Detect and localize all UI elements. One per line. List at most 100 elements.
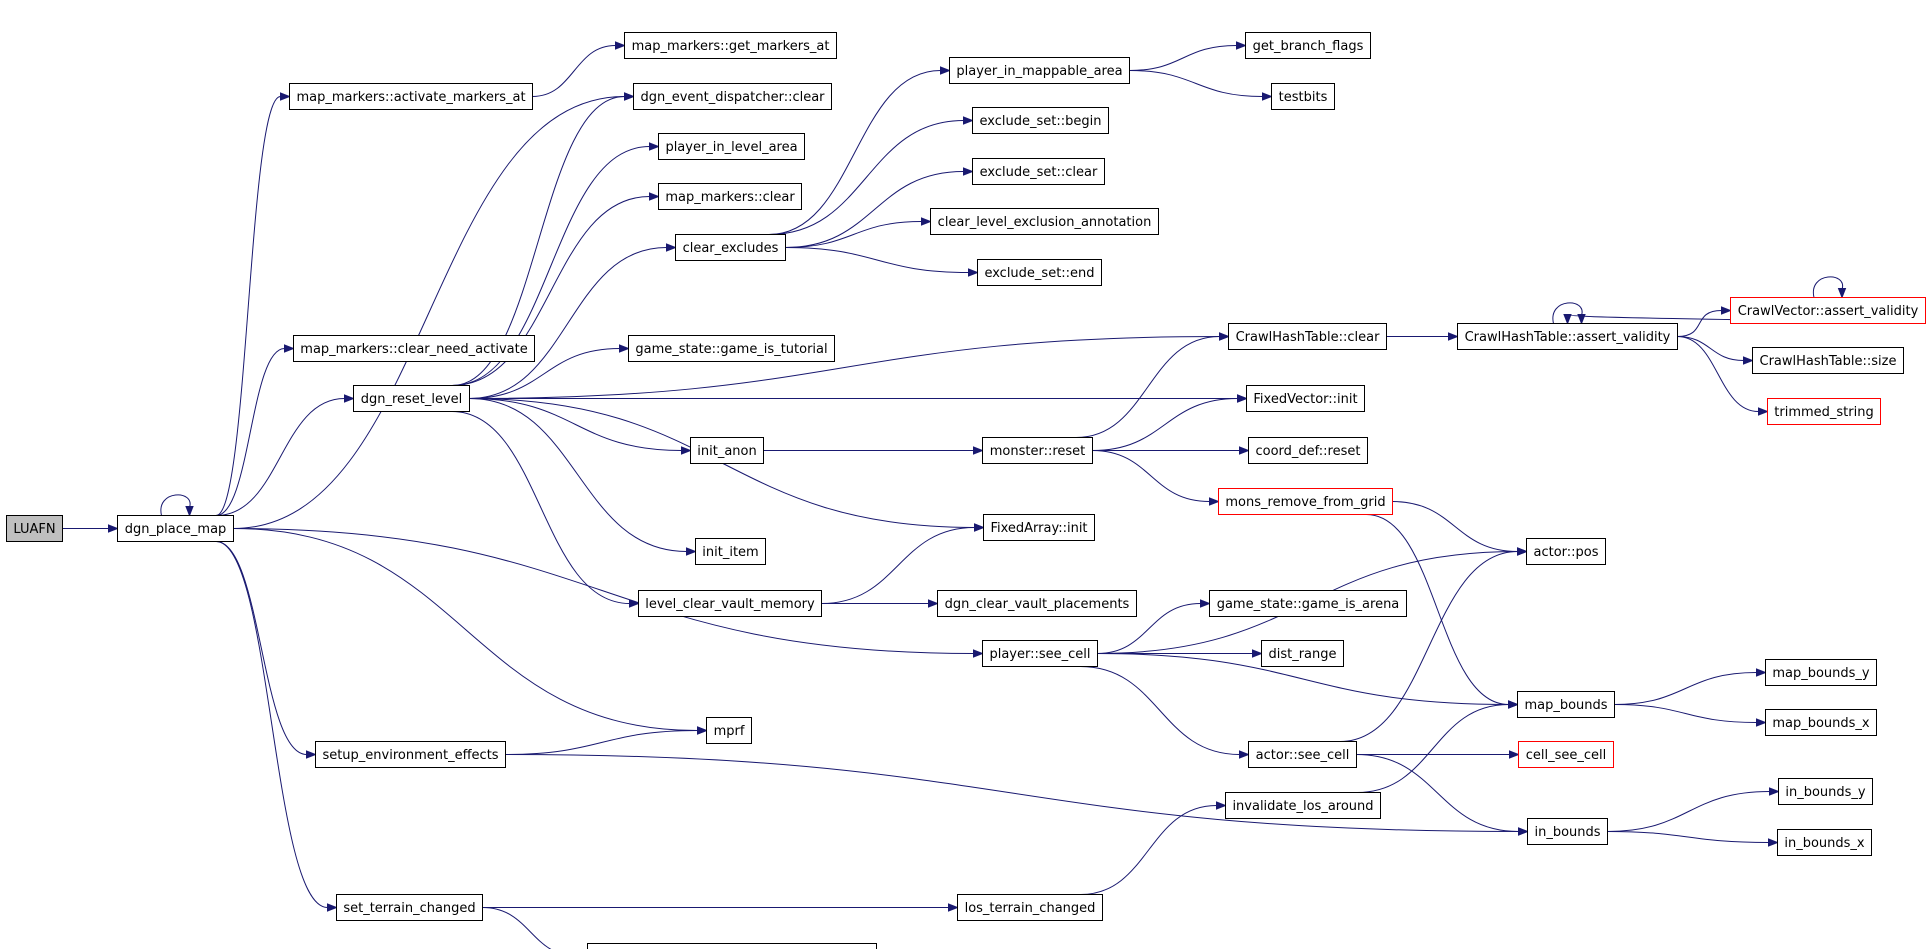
node-fixedarray-init[interactable]: FixedArray::init [983, 514, 1095, 541]
node-cell-see-cell[interactable]: cell_see_cell [1518, 741, 1614, 768]
node-box [1246, 385, 1365, 412]
node-testbits[interactable]: testbits [1271, 83, 1335, 110]
node-dgn-place-map[interactable]: dgn_place_map [117, 515, 234, 542]
node-set-terrain-changed[interactable]: set_terrain_changed [336, 894, 483, 921]
node-map-bounds-x[interactable]: map_bounds_x [1765, 709, 1877, 736]
node-get-branch-flags[interactable]: get_branch_flags [1245, 32, 1371, 59]
node-dist-range[interactable]: dist_range [1261, 640, 1344, 667]
node-box [1248, 437, 1368, 464]
arrowhead-icon [1721, 306, 1732, 315]
node-box [1457, 323, 1678, 350]
edge-dgn-reset-level-to-game-is-tutorial [469, 344, 630, 399]
edge-dgn-reset-level-to-clear-excludes [469, 243, 677, 399]
node-in-bounds-y[interactable]: in_bounds_y [1778, 778, 1873, 805]
node-box [1752, 347, 1904, 374]
node-player-see-cell[interactable]: player::see_cell [982, 640, 1098, 667]
edge-line [785, 221, 922, 248]
node-clear-excludes[interactable]: clear_excludes [675, 234, 786, 261]
node-clear-need-activate[interactable]: map_markers::clear_need_activate [293, 335, 535, 362]
edge-crawlvector-assert-validity-to-crawlvector-assert-validity [1812, 276, 1847, 299]
arrowhead-icon [1517, 547, 1528, 556]
node-crawlhashtable-size[interactable]: CrawlHashTable::size [1752, 347, 1904, 374]
node-fire-position-event[interactable]: dgn_event_dispatcher::fire_position_even… [587, 943, 877, 949]
node-actor-see-cell[interactable]: actor::see_cell [1248, 741, 1357, 768]
arrowhead-icon [1518, 827, 1529, 836]
edge-line [1677, 310, 1722, 337]
node-monster-reset[interactable]: monster::reset [982, 437, 1093, 464]
node-dgn-reset-level[interactable]: dgn_reset_level [353, 385, 470, 412]
node-map-bounds[interactable]: map_bounds [1517, 691, 1615, 718]
arrowhead-icon [108, 524, 119, 533]
edge-clear-excludes-to-exclude-set-clear [785, 167, 974, 248]
edge-player-see-cell-to-actor-see-cell [1080, 666, 1250, 759]
edge-line [1129, 45, 1237, 71]
node-box [706, 717, 752, 744]
node-box [1730, 297, 1926, 324]
node-actor-pos[interactable]: actor::pos [1526, 538, 1606, 565]
node-activate-markers-at[interactable]: map_markers::activate_markers_at [289, 83, 533, 110]
node-mprf[interactable]: mprf [706, 717, 752, 744]
node-game-is-arena[interactable]: game_state::game_is_arena [1209, 590, 1407, 617]
node-setup-environment-effects[interactable]: setup_environment_effects [315, 741, 506, 768]
edge-set-terrain-changed-to-fire-position-event [482, 907, 552, 949]
edge-level-clear-vault-memory-to-fixedarray-init [821, 523, 985, 604]
node-label: set_terrain_changed [343, 901, 475, 916]
node-crawlhashtable-clear[interactable]: CrawlHashTable::clear [1228, 323, 1387, 350]
edge-clear-excludes-to-exclude-set-end [785, 247, 979, 277]
arrowhead-icon [629, 599, 640, 608]
arrowhead-icon [1756, 668, 1767, 677]
arrowhead-icon [1837, 288, 1847, 299]
node-clear-level-exclusion-annotation[interactable]: clear_level_exclusion_annotation [930, 208, 1159, 235]
node-los-terrain-changed[interactable]: los_terrain_changed [957, 894, 1103, 921]
edge-line [469, 336, 1220, 399]
node-box [353, 385, 470, 412]
edge-line [1080, 805, 1217, 895]
edge-dgn-place-map-to-dgn-event-dispatcher-clear [233, 92, 635, 529]
edge-actor-see-cell-to-cell-see-cell [1356, 750, 1520, 759]
node-init-item[interactable]: init_item [695, 538, 766, 565]
node-init-anon[interactable]: init_anon [690, 437, 764, 464]
node-crawlhashtable-assert-validity[interactable]: CrawlHashTable::assert_validity [1457, 323, 1678, 350]
arrowhead-icon [284, 344, 295, 353]
edge-map-bounds-to-map-bounds-x [1614, 704, 1767, 727]
node-map-bounds-y[interactable]: map_bounds_y [1765, 659, 1877, 686]
edge-line [452, 196, 650, 386]
node-in-bounds[interactable]: in_bounds [1527, 818, 1608, 845]
node-trimmed-string[interactable]: trimmed_string [1767, 398, 1881, 425]
node-dgn-event-dispatcher-clear[interactable]: dgn_event_dispatcher::clear [633, 83, 832, 110]
node-fixedvector-init[interactable]: FixedVector::init [1246, 385, 1365, 412]
node-exclude-set-clear[interactable]: exclude_set::clear [972, 158, 1105, 185]
edge-player-in-mappable-area-to-get-branch-flags [1129, 41, 1247, 71]
node-map-markers-clear[interactable]: map_markers::clear [658, 183, 802, 210]
node-box [1209, 590, 1407, 617]
node-get-markers-at[interactable]: map_markers::get_markers_at [624, 32, 837, 59]
node-label: game_state::game_is_tutorial [635, 342, 827, 357]
node-label: dist_range [1268, 647, 1336, 662]
node-crawlvector-assert-validity[interactable]: CrawlVector::assert_validity [1730, 297, 1926, 324]
arrowhead-icon [1262, 92, 1273, 101]
node-box [982, 437, 1093, 464]
node-luafn[interactable]: LUAFN [6, 515, 63, 542]
arrowhead-icon [1509, 750, 1520, 759]
node-player-in-level-area[interactable]: player_in_level_area [658, 133, 805, 160]
node-level-clear-vault-memory[interactable]: level_clear_vault_memory [638, 590, 822, 617]
node-box [293, 335, 535, 362]
node-in-bounds-x[interactable]: in_bounds_x [1777, 829, 1872, 856]
node-exclude-set-end[interactable]: exclude_set::end [977, 259, 1102, 286]
node-label: get_branch_flags [1253, 39, 1364, 54]
node-label: monster::reset [990, 444, 1086, 459]
arrowhead-icon [974, 523, 985, 532]
node-invalidate-los-around[interactable]: invalidate_los_around [1225, 792, 1381, 819]
node-mons-remove-from-grid[interactable]: mons_remove_from_grid [1218, 488, 1393, 515]
node-player-in-mappable-area[interactable]: player_in_mappable_area [949, 57, 1130, 84]
node-label: setup_environment_effects [322, 748, 498, 763]
arrowhead-icon [1743, 356, 1754, 365]
node-box [972, 107, 1109, 134]
node-game-is-tutorial[interactable]: game_state::game_is_tutorial [628, 335, 835, 362]
edge-set-terrain-changed-to-los-terrain-changed [482, 903, 959, 912]
node-label: map_bounds [1524, 698, 1607, 713]
node-dgn-clear-vault-placements[interactable]: dgn_clear_vault_placements [937, 590, 1137, 617]
node-coord-def-reset[interactable]: coord_def::reset [1248, 437, 1368, 464]
edge-line [785, 171, 964, 248]
node-exclude-set-begin[interactable]: exclude_set::begin [972, 107, 1109, 134]
